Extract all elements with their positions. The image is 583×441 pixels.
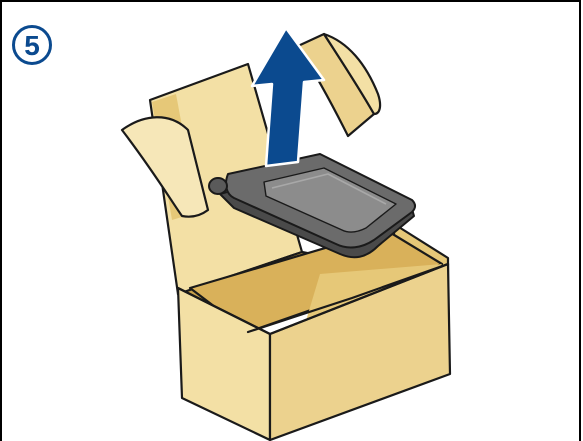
device-connector: [209, 178, 227, 194]
